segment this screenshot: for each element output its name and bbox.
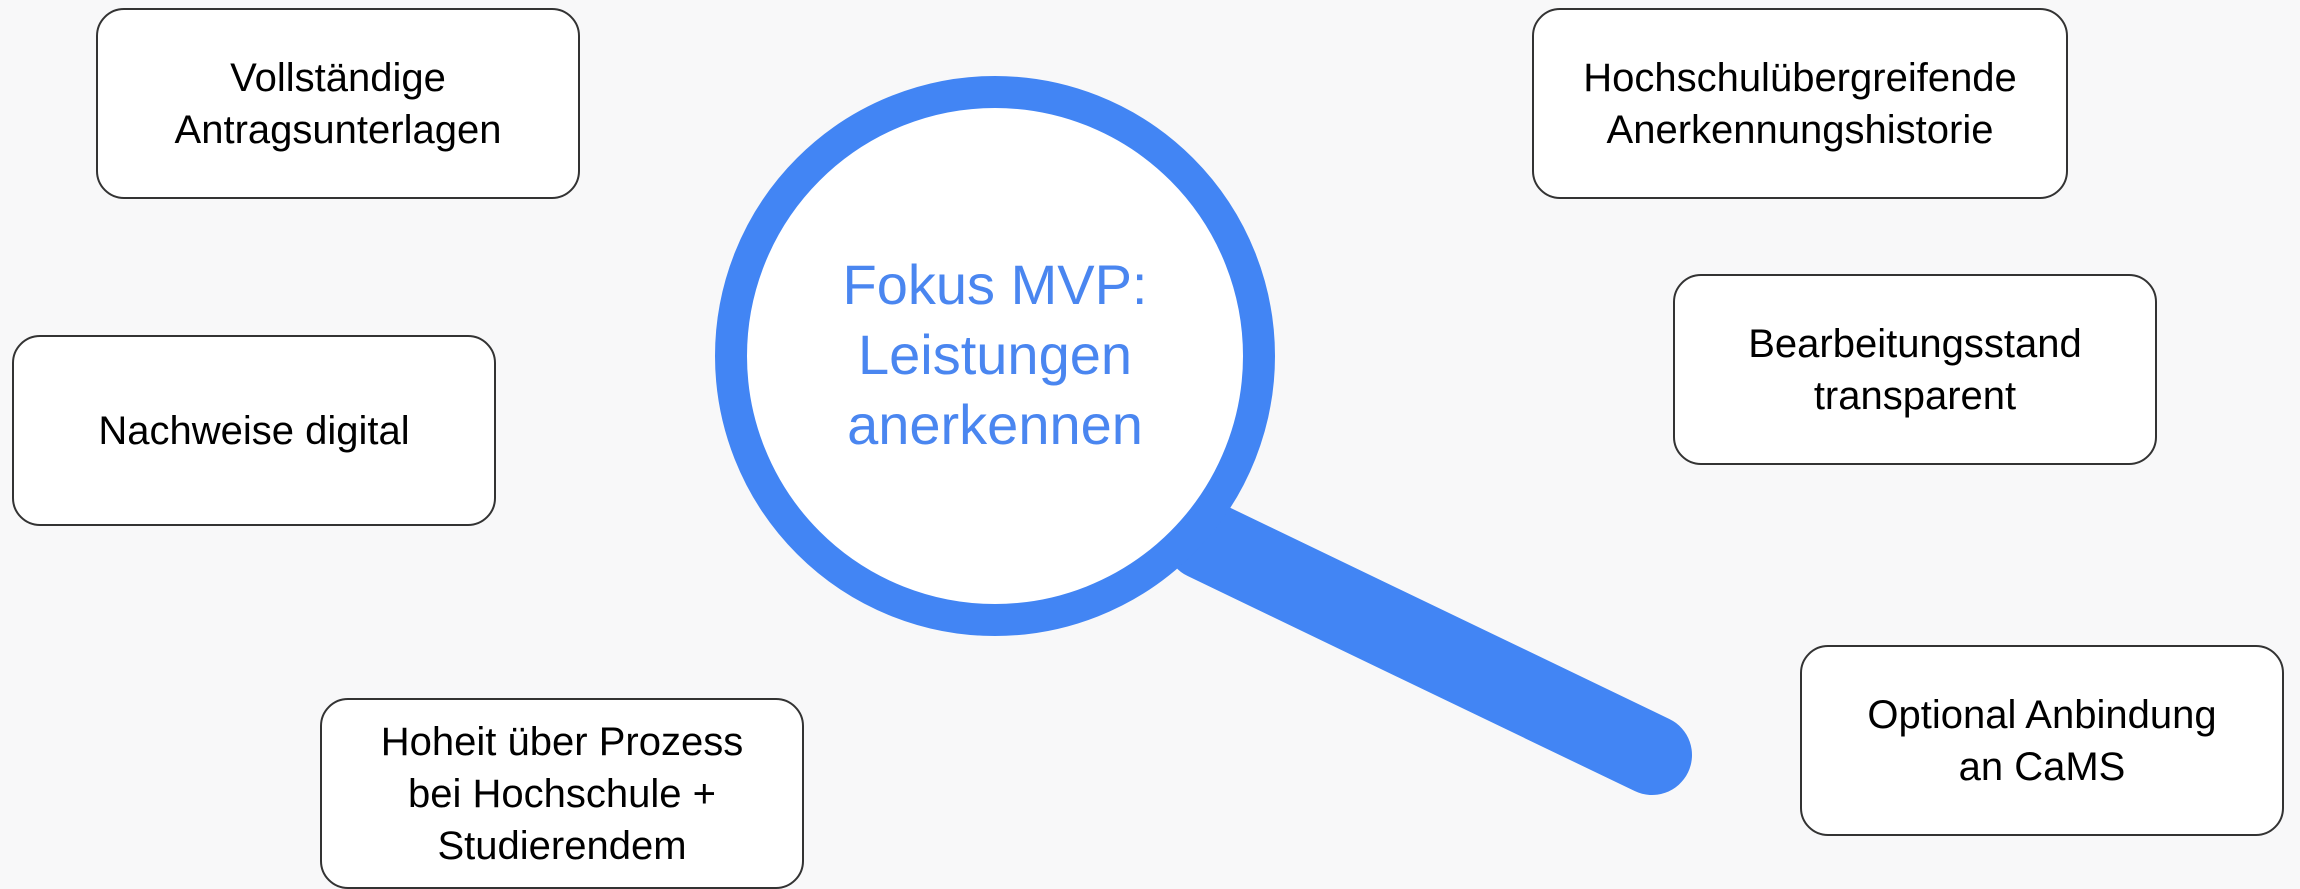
box-text-line: Antragsunterlagen	[174, 107, 502, 152]
box-text-line: Studierendem	[437, 823, 687, 868]
box-anerkennungshistorie: Hochschulübergreifende Anerkennungshisto…	[1532, 8, 2068, 199]
box-nachweise-digital: Nachweise digital	[12, 335, 496, 526]
center-label-line-3: anerkennen	[847, 393, 1143, 456]
box-text-line: bei Hochschule +	[408, 771, 716, 816]
magnifier-handle	[1165, 500, 1692, 795]
box-anbindung-cams: Optional Anbindung an CaMS	[1800, 645, 2284, 836]
box-bearbeitungsstand: Bearbeitungsstand transparent	[1673, 274, 2157, 465]
center-focus-label: Fokus MVP: Leistungen anerkennen	[745, 240, 1245, 470]
box-hoheit-ueber-prozess: Hoheit über Prozess bei Hochschule + Stu…	[320, 698, 804, 889]
box-text-line: Optional Anbindung	[1867, 692, 2217, 737]
box-text-line: Anerkennungshistorie	[1606, 107, 1994, 152]
magnifier-lens	[715, 76, 1275, 636]
box-vollstaendige-antragsunterlagen: Vollständige Antragsunterlagen	[96, 8, 580, 199]
center-label-line-1: Fokus MVP:	[842, 253, 1148, 316]
box-text-line: Hoheit über Prozess	[380, 719, 744, 764]
box-text-line: Bearbeitungsstand	[1748, 321, 2082, 366]
box-text-line: Vollständige	[230, 55, 446, 100]
box-text-line: an CaMS	[1958, 744, 2126, 789]
box-text-line: Hochschulübergreifende	[1583, 55, 2017, 100]
box-text-line: Nachweise digital	[98, 408, 410, 453]
center-label-line-2: Leistungen	[857, 323, 1132, 386]
box-text-line: transparent	[1813, 373, 2017, 418]
